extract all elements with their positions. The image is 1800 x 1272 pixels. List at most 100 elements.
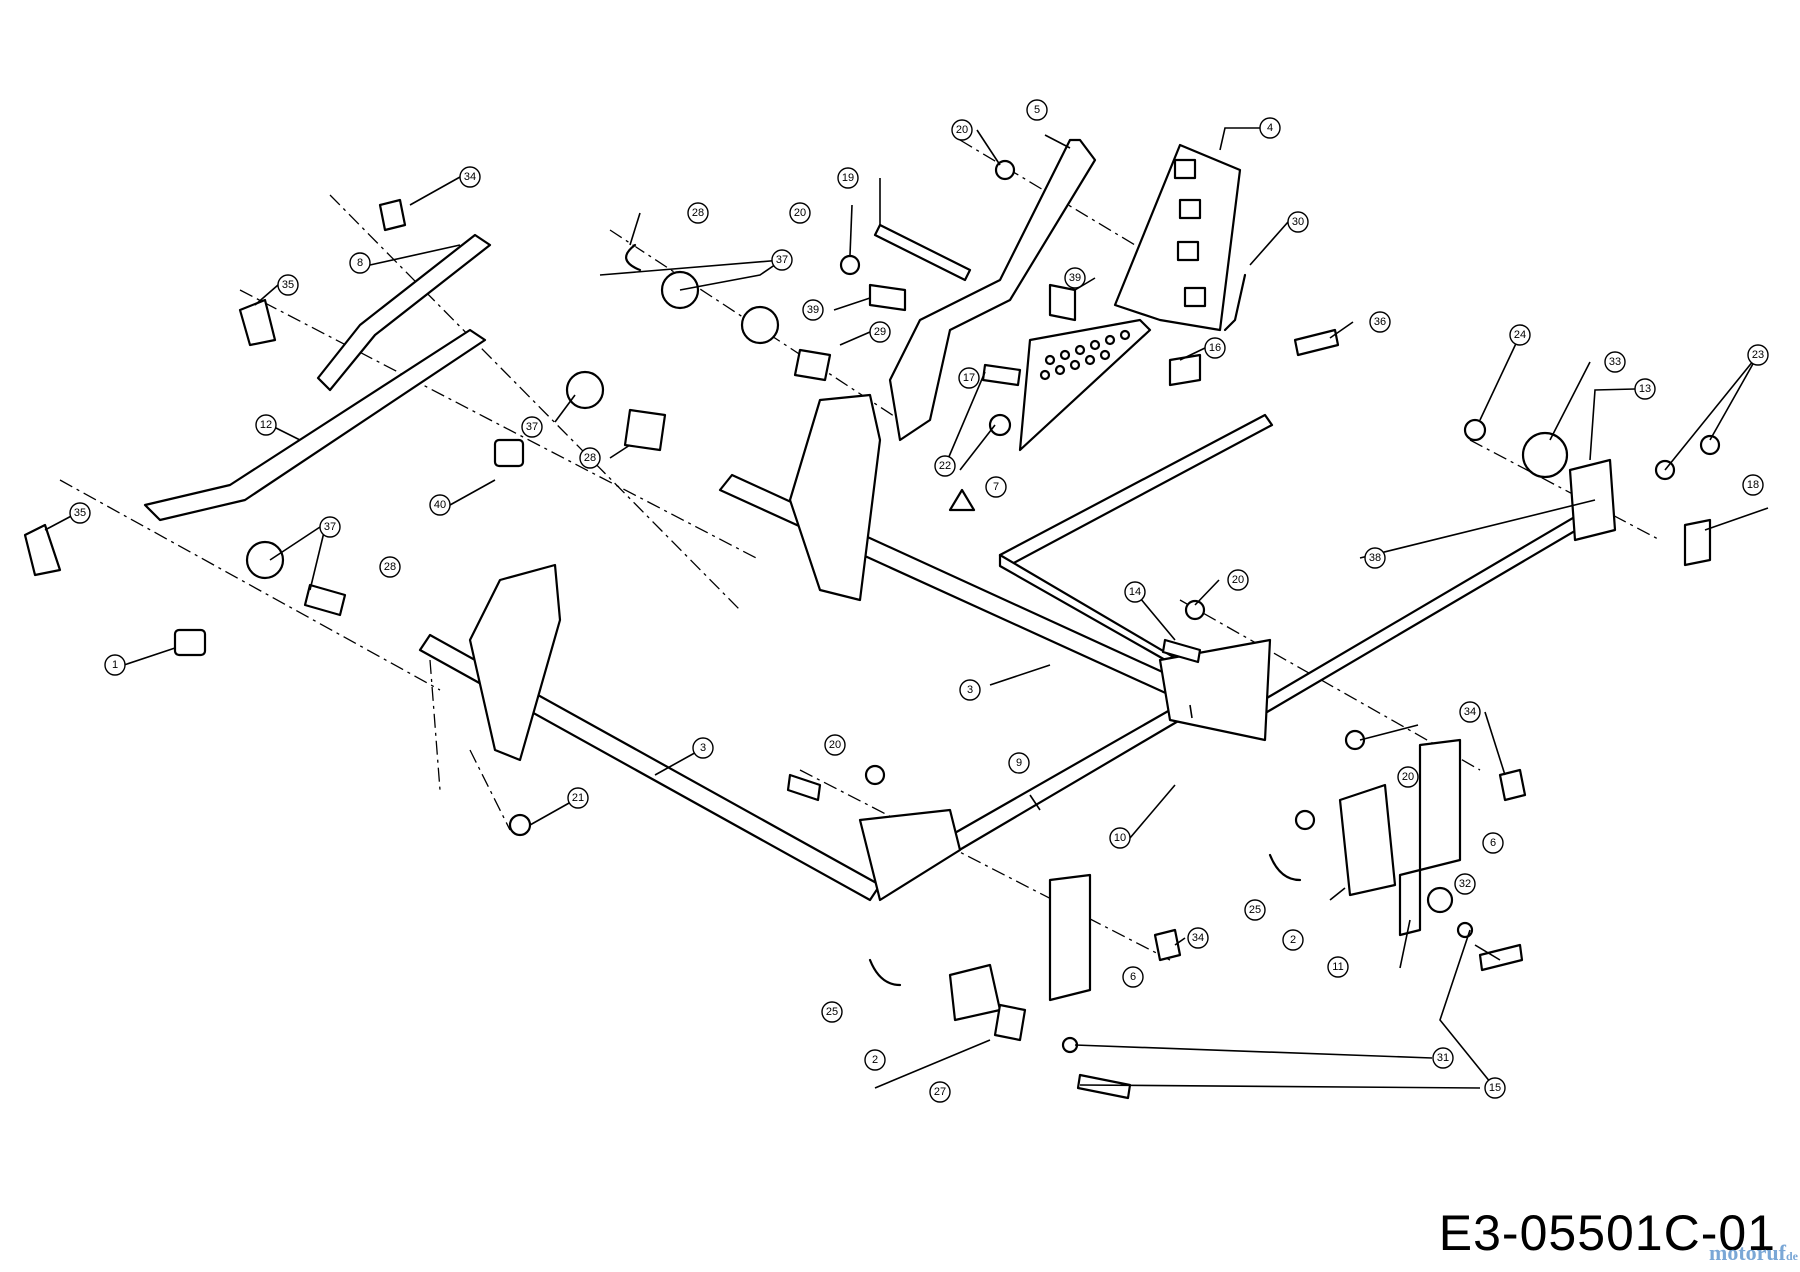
bolt-14 <box>1161 638 1202 664</box>
nut-21 <box>508 813 532 837</box>
callout: 21 <box>567 787 589 809</box>
pin-17 <box>981 363 1022 387</box>
strap-6-rear <box>1418 738 1462 872</box>
callout: 16 <box>1204 337 1226 359</box>
assembly-line <box>1179 599 1481 771</box>
callout: 2 <box>1282 929 1304 951</box>
spacer-39 <box>1048 283 1077 322</box>
bolt-15 <box>1478 943 1524 972</box>
leader-line <box>1439 929 1496 1089</box>
leader-line <box>1329 887 1346 901</box>
leader-line <box>609 444 631 459</box>
watermark-suffix: de <box>1786 1249 1798 1263</box>
svg-text:38: 38 <box>1369 552 1381 564</box>
callout: 37 <box>521 416 543 438</box>
nut-24 <box>1463 418 1487 442</box>
callout: 2 <box>864 1049 886 1071</box>
leader-line <box>1479 334 1521 421</box>
callout: 10 <box>1109 827 1131 849</box>
bolt-36 <box>1293 328 1340 357</box>
svg-text:8: 8 <box>357 257 363 269</box>
callout: 35 <box>277 274 299 296</box>
svg-text:36: 36 <box>1374 316 1386 328</box>
svg-text:28: 28 <box>584 452 596 464</box>
callout: 39 <box>1064 267 1086 289</box>
svg-text:28: 28 <box>384 561 396 573</box>
lever-10 <box>1158 638 1272 742</box>
callout: 6 <box>1122 966 1144 988</box>
svg-text:11: 11 <box>1332 961 1343 973</box>
washer-33 <box>1521 431 1569 479</box>
leader-line <box>1129 784 1176 839</box>
svg-text:2: 2 <box>1290 934 1296 946</box>
callout: 15 <box>1484 1077 1506 1099</box>
clip-28 <box>623 408 667 452</box>
leader-line <box>554 394 576 423</box>
bolt-15 <box>1076 1073 1132 1100</box>
callout: 12 <box>255 414 277 436</box>
callout: 35 <box>69 502 91 524</box>
leader-line <box>1359 499 1596 559</box>
svg-text:18: 18 <box>1747 479 1759 491</box>
leader-line <box>1074 1044 1433 1059</box>
leader-line <box>1474 944 1501 961</box>
callout: 25 <box>821 1001 843 1023</box>
callout: 33 <box>1604 351 1626 373</box>
bushing-37 <box>245 540 285 580</box>
leader-line <box>269 526 321 561</box>
assembly-line <box>59 479 441 691</box>
callout: 8 <box>349 252 371 274</box>
cotter-25 <box>868 958 902 987</box>
plate-slot <box>1173 158 1197 180</box>
leader-line <box>1664 354 1759 471</box>
callout: 20 <box>951 119 973 141</box>
callout: 4 <box>1259 117 1281 139</box>
nut-20 <box>864 764 886 786</box>
leader-line <box>839 331 871 346</box>
bolt-35 <box>238 298 277 347</box>
leader-line <box>1044 134 1071 149</box>
nut-23 <box>1699 434 1721 456</box>
callout: 14 <box>1124 581 1146 603</box>
assembly-line <box>469 749 511 831</box>
nut-20 <box>1184 599 1206 621</box>
bolt-18 <box>1683 518 1712 567</box>
callout: 29 <box>869 321 891 343</box>
leader-line <box>1079 1084 1481 1089</box>
svg-text:28: 28 <box>692 207 704 219</box>
bushing-37 <box>565 370 605 410</box>
link-8 <box>316 233 492 392</box>
svg-text:20: 20 <box>1402 771 1414 783</box>
callout: 6 <box>1482 832 1504 854</box>
callout: 32 <box>1454 873 1476 895</box>
svg-text:35: 35 <box>74 507 86 519</box>
callout: 37 <box>771 249 793 271</box>
svg-text:37: 37 <box>324 521 336 533</box>
nut-20 <box>1294 809 1316 831</box>
callout: 27 <box>929 1081 951 1103</box>
svg-text:31: 31 <box>1437 1052 1449 1064</box>
svg-text:22: 22 <box>939 460 951 472</box>
leader-line <box>849 204 853 256</box>
clip-29 <box>793 348 832 382</box>
callout: 23 <box>1747 344 1769 366</box>
nut-27 <box>993 1003 1027 1042</box>
leader-line <box>123 647 176 666</box>
strap-6-front <box>1048 873 1092 1002</box>
height-plate-7 <box>1018 318 1152 452</box>
leader-line <box>1029 794 1041 811</box>
pin-19 <box>873 223 972 282</box>
svg-text:12: 12 <box>260 419 272 431</box>
callout: 9 <box>1008 752 1030 774</box>
cross-rod-38-rear <box>998 413 1274 568</box>
callout: 3 <box>692 737 714 759</box>
svg-text:16: 16 <box>1209 342 1221 354</box>
svg-text:30: 30 <box>1292 216 1304 228</box>
svg-text:33: 33 <box>1609 356 1621 368</box>
callout: 34 <box>1459 701 1481 723</box>
bushing-40 <box>493 438 525 468</box>
leader-line <box>1484 711 1506 776</box>
washer-31 <box>1061 1036 1079 1054</box>
assembly-line <box>799 769 1171 961</box>
